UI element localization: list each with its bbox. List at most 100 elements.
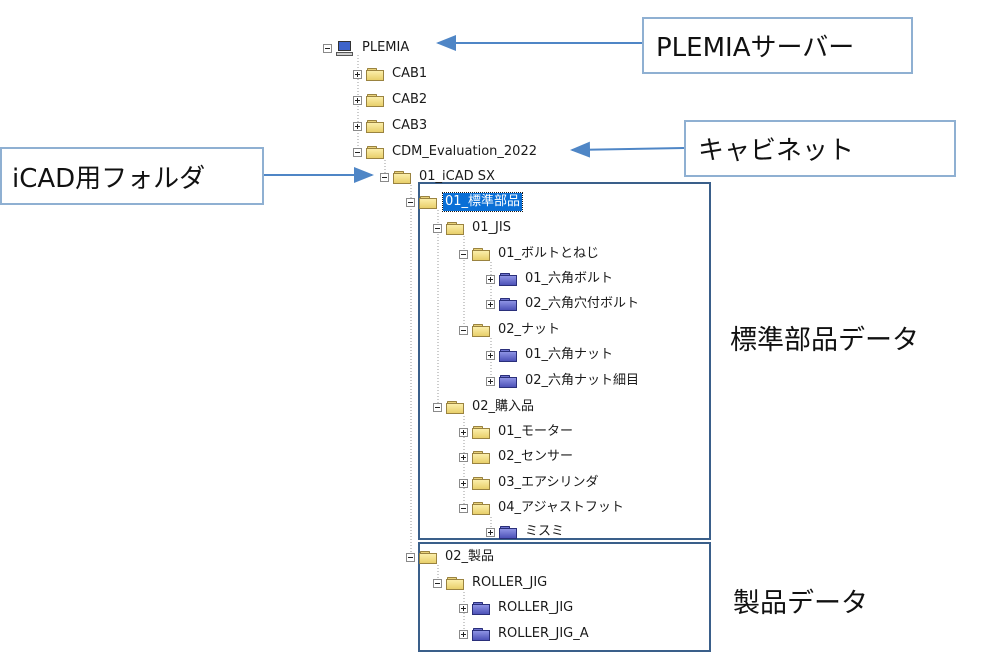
blue-folder-icon xyxy=(472,601,491,616)
tree-node-label[interactable]: 02_六角穴付ボルト xyxy=(525,296,640,311)
folder-icon xyxy=(393,170,412,185)
expand-toggle-icon[interactable] xyxy=(353,121,362,131)
collapse-toggle-icon[interactable] xyxy=(433,578,442,588)
tree-node-label[interactable]: 01_iCAD SX xyxy=(419,169,495,184)
tree-node-motor[interactable]: 01_モーター xyxy=(459,421,575,443)
blue-folder-icon xyxy=(499,374,518,389)
collapse-toggle-icon[interactable] xyxy=(353,147,362,157)
tree-node-label[interactable]: PLEMIA xyxy=(362,40,410,55)
expand-toggle-icon[interactable] xyxy=(459,478,468,488)
tree-node-label[interactable]: 03_エアシリンダ xyxy=(498,475,599,490)
tree-node-cab2[interactable]: CAB2 xyxy=(353,89,429,111)
tree-node-socket-bolt[interactable]: 02_六角穴付ボルト xyxy=(486,293,641,315)
tree-node-roller-jig-folder[interactable]: ROLLER_JIG xyxy=(433,572,549,594)
tree-node-label[interactable]: 02_六角ナット細目 xyxy=(525,373,640,388)
folder-icon xyxy=(472,450,491,465)
product-data-label: 製品データ xyxy=(733,588,868,619)
tree-node-products[interactable]: 02_製品 xyxy=(406,546,496,568)
tree-node-label[interactable]: 02_製品 xyxy=(445,549,495,564)
tree-node-label[interactable]: 04_アジャストフット xyxy=(498,500,624,515)
tree-node-label[interactable]: 01_JIS xyxy=(472,220,511,235)
tree-node-hex-nut[interactable]: 01_六角ナット xyxy=(486,344,615,366)
tree-node-label[interactable]: CDM_Evaluation_2022 xyxy=(392,144,537,159)
callout-text: キャビネット xyxy=(698,136,855,166)
tree-node-label[interactable]: ROLLER_JIG xyxy=(498,600,574,615)
blue-folder-icon xyxy=(499,297,518,312)
tree-node-jis[interactable]: 01_JIS xyxy=(433,217,513,239)
tree-node-label[interactable]: CAB1 xyxy=(392,66,428,81)
folder-icon xyxy=(366,145,385,160)
callout-text: PLEMIAサーバー xyxy=(656,33,855,63)
folder-icon xyxy=(366,93,385,108)
collapse-toggle-icon[interactable] xyxy=(459,249,468,259)
folder-icon xyxy=(446,221,465,236)
tree-node-hex-nut-fine[interactable]: 02_六角ナット細目 xyxy=(486,370,641,392)
folder-icon xyxy=(472,476,491,491)
tree-node-misumi[interactable]: ミスミ xyxy=(486,521,566,543)
expand-toggle-icon[interactable] xyxy=(353,69,362,79)
tree-node-bolts-screws[interactable]: 01_ボルトとねじ xyxy=(459,243,601,265)
expand-toggle-icon[interactable] xyxy=(486,350,495,360)
expand-toggle-icon[interactable] xyxy=(486,376,495,386)
collapse-toggle-icon[interactable] xyxy=(459,503,468,513)
collapse-toggle-icon[interactable] xyxy=(459,325,468,335)
tree-node-label[interactable]: ミスミ xyxy=(525,524,565,539)
blue-folder-icon xyxy=(499,525,518,540)
collapse-toggle-icon[interactable] xyxy=(433,402,442,412)
expand-toggle-icon[interactable] xyxy=(459,452,468,462)
tree-node-purchased[interactable]: 02_購入品 xyxy=(433,396,536,418)
tree-node-cdm-evaluation[interactable]: CDM_Evaluation_2022 xyxy=(353,141,539,163)
tree-node-label[interactable]: 02_購入品 xyxy=(472,399,535,414)
collapse-toggle-icon[interactable] xyxy=(406,197,415,207)
tree-node-label[interactable]: 01_六角ボルト xyxy=(525,271,614,286)
tree-node-sensor[interactable]: 02_センサー xyxy=(459,446,575,468)
tree-node-label[interactable]: ROLLER_JIG_A xyxy=(498,626,589,641)
tree-node-label[interactable]: CAB2 xyxy=(392,92,428,107)
tree-node-label[interactable]: CAB3 xyxy=(392,118,428,133)
collapse-toggle-icon[interactable] xyxy=(406,552,415,562)
blue-folder-icon xyxy=(499,348,518,363)
tree-node-roller-jig-a[interactable]: ROLLER_JIG_A xyxy=(459,623,591,645)
folder-icon xyxy=(472,247,491,262)
collapse-toggle-icon[interactable] xyxy=(380,172,389,182)
tree-node-label[interactable]: 02_ナット xyxy=(498,322,561,337)
tree-node-label[interactable]: 01_ボルトとねじ xyxy=(498,246,600,261)
tree-node-cab3[interactable]: CAB3 xyxy=(353,115,429,137)
expand-toggle-icon[interactable] xyxy=(486,299,495,309)
expand-toggle-icon[interactable] xyxy=(459,629,468,639)
standard-parts-section-box xyxy=(418,182,711,540)
collapse-toggle-icon[interactable] xyxy=(433,223,442,233)
expand-toggle-icon[interactable] xyxy=(459,427,468,437)
callout-icad-folder: iCAD用フォルダ xyxy=(0,147,264,205)
collapse-toggle-icon[interactable] xyxy=(323,43,332,53)
tree-node-label[interactable]: 01_標準部品 xyxy=(441,192,524,212)
callout-cabinet: キャビネット xyxy=(684,120,956,177)
expand-toggle-icon[interactable] xyxy=(486,527,495,537)
tree-node-label[interactable]: 02_センサー xyxy=(498,449,574,464)
folder-icon xyxy=(472,323,491,338)
callout-text: iCAD用フォルダ xyxy=(12,163,206,194)
tree-node-plemia[interactable]: PLEMIA xyxy=(323,37,411,59)
expand-toggle-icon[interactable] xyxy=(486,274,495,284)
tree-node-icad-sx[interactable]: 01_iCAD SX xyxy=(380,166,497,188)
tree-node-hex-bolt[interactable]: 01_六角ボルト xyxy=(486,268,615,290)
tree-node-label[interactable]: ROLLER_JIG xyxy=(472,575,548,590)
folder-icon xyxy=(472,425,491,440)
tree-node-air-cylinder[interactable]: 03_エアシリンダ xyxy=(459,472,601,494)
folder-icon xyxy=(419,550,438,565)
tree-node-label[interactable]: 01_モーター xyxy=(498,424,574,439)
tree-node-cab1[interactable]: CAB1 xyxy=(353,63,429,85)
folder-icon xyxy=(366,119,385,134)
open-folder-icon xyxy=(419,195,438,210)
tree-node-standard-parts[interactable]: 01_標準部品 xyxy=(406,191,524,213)
tree-node-nut[interactable]: 02_ナット xyxy=(459,319,562,341)
expand-toggle-icon[interactable] xyxy=(353,95,362,105)
tree-node-label[interactable]: 01_六角ナット xyxy=(525,347,614,362)
blue-folder-icon xyxy=(499,272,518,287)
expand-toggle-icon[interactable] xyxy=(459,603,468,613)
tree-node-roller-jig[interactable]: ROLLER_JIG xyxy=(459,597,575,619)
product-section-box xyxy=(418,542,711,652)
blue-folder-icon xyxy=(472,627,491,642)
tree-node-adjust-foot[interactable]: 04_アジャストフット xyxy=(459,497,626,519)
